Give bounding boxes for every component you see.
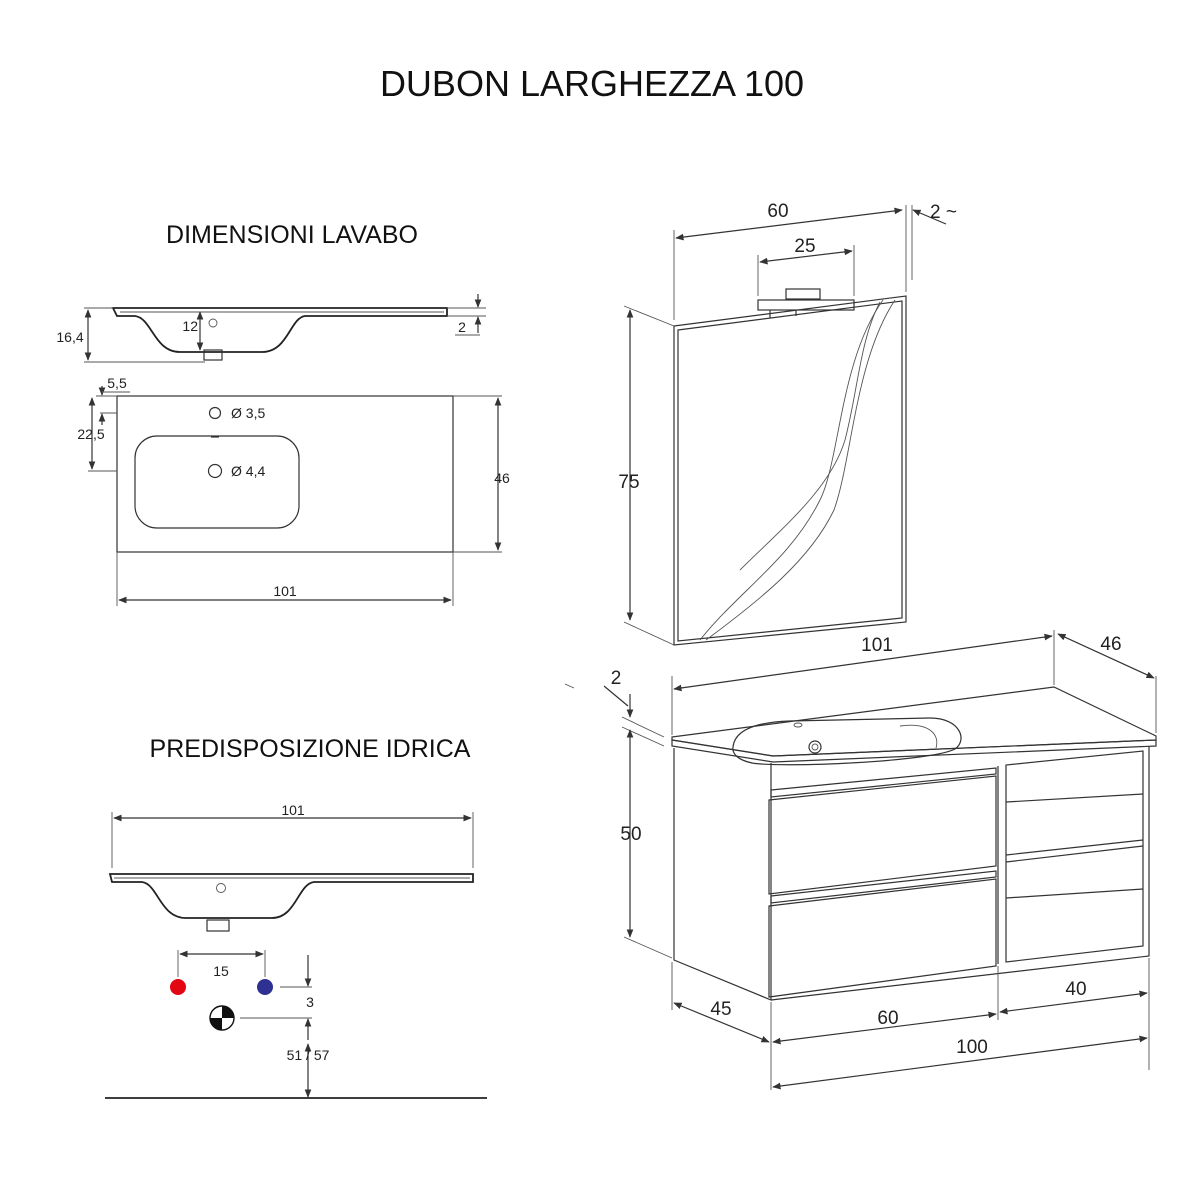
tap-hole-label: Ø 3,5 bbox=[231, 405, 265, 421]
lamp-width-label: 25 bbox=[794, 236, 815, 257]
cold-water-icon bbox=[257, 979, 273, 995]
lamp-icon bbox=[757, 288, 855, 318]
hole-to-bowl-label: 22,5 bbox=[77, 426, 104, 442]
drain-height-label: 51 / 57 bbox=[287, 1047, 330, 1063]
basin-section: DIMENSIONI LAVABO 16,4 12 2 bbox=[56, 221, 510, 606]
cabinet-section: 101 46 2 50 45 60 40 100 bbox=[564, 630, 1157, 1090]
cabinet-height-label: 50 bbox=[620, 824, 641, 845]
drain-target-icon bbox=[209, 1005, 235, 1031]
pipe-spacing-label: 15 bbox=[213, 963, 229, 979]
basin-depth-label: 46 bbox=[494, 470, 510, 486]
top-width-label: 101 bbox=[861, 635, 893, 656]
pipe-drop-label: 3 bbox=[306, 994, 314, 1010]
basin-bowl-depth-label: 12 bbox=[182, 318, 198, 334]
drain-hole-icon bbox=[207, 463, 223, 479]
top-thickness-label: 2 bbox=[611, 668, 622, 689]
basin-top-view: Ø 3,5 Ø 4,4 5,5 22,5 46 101 bbox=[77, 375, 510, 606]
total-width-label: 100 bbox=[956, 1037, 988, 1058]
basin-side-profile: 16,4 12 2 bbox=[56, 294, 486, 363]
mirror-width-label: 60 bbox=[767, 201, 788, 222]
basin-heading: DIMENSIONI LAVABO bbox=[166, 221, 418, 249]
mirror-section: 60 25 2 ~ 75 bbox=[618, 201, 957, 646]
basin-rim-label: 2 bbox=[458, 319, 466, 335]
hot-water-icon bbox=[170, 979, 186, 995]
tap-hole-icon bbox=[208, 406, 222, 420]
plumbing-heading: PREDISPOSIZIONE IDRICA bbox=[150, 735, 471, 763]
plumbing-section: PREDISPOSIZIONE IDRICA 101 15 3 5 bbox=[105, 735, 487, 1099]
page-title: DUBON LARGHEZZA 100 bbox=[380, 63, 804, 104]
hole-offset-label: 5,5 bbox=[107, 375, 127, 391]
mirror-height-label: 75 bbox=[618, 472, 639, 493]
top-depth-label: 46 bbox=[1100, 634, 1121, 655]
basin-width-label: 101 bbox=[273, 583, 297, 599]
drain-hole-label: Ø 4,4 bbox=[231, 463, 265, 479]
drawer-width-label: 60 bbox=[877, 1008, 898, 1029]
cabinet-depth-label: 45 bbox=[710, 999, 731, 1020]
plumbing-width-label: 101 bbox=[281, 802, 305, 818]
mirror-thickness-label: 2 ~ bbox=[930, 202, 957, 223]
basin-side-height-label: 16,4 bbox=[56, 329, 83, 345]
shelf-width-label: 40 bbox=[1065, 979, 1086, 1000]
